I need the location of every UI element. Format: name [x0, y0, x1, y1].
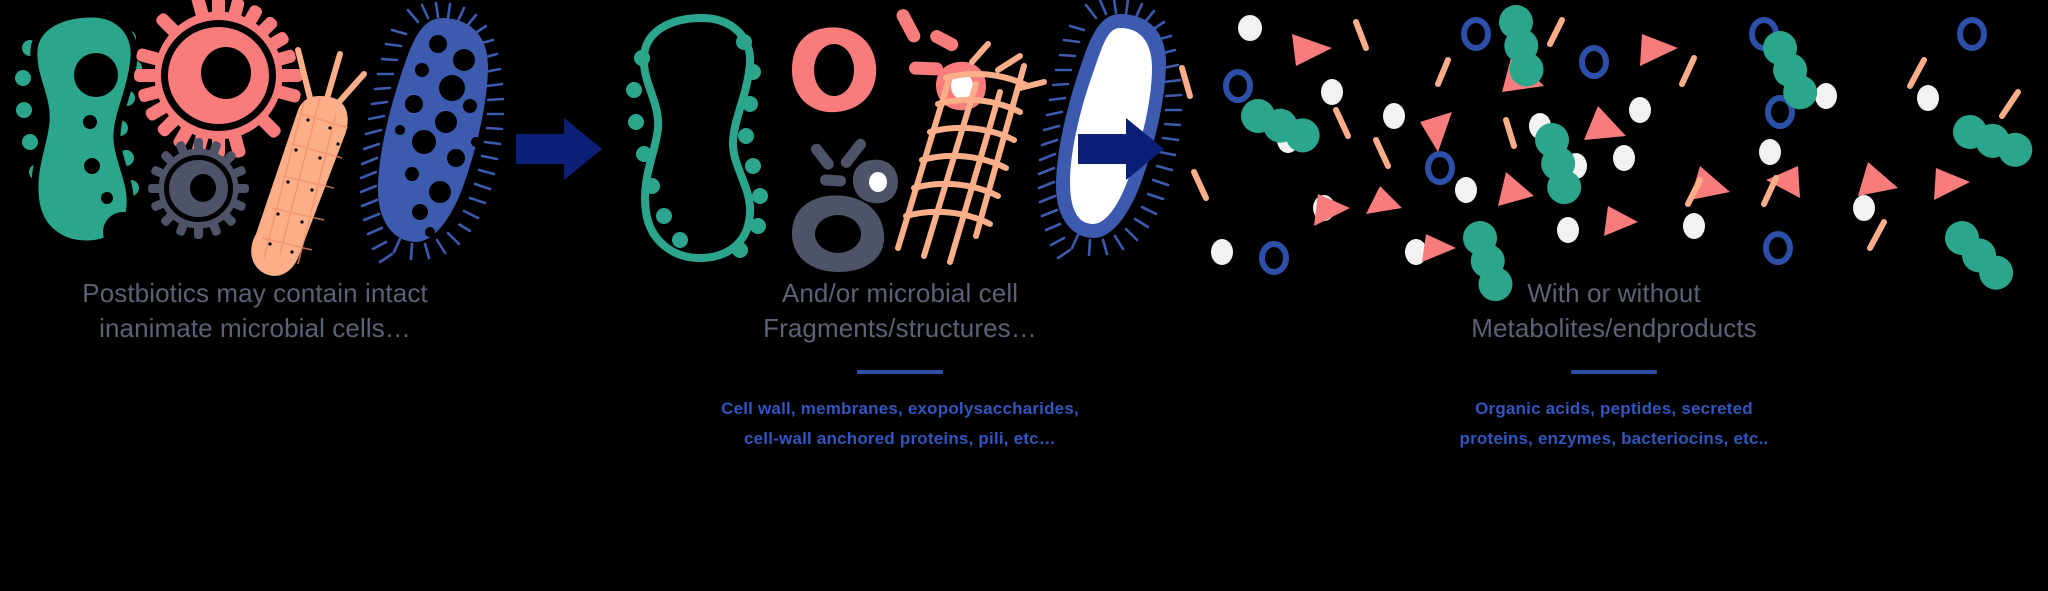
- slate-membrane-ring-fragments: [792, 138, 898, 272]
- caption-divider: [1571, 370, 1657, 374]
- metabolites-illustration: [1179, 0, 2048, 302]
- teal-cell-wall-outline: [626, 13, 768, 263]
- caption-line-1: With or without: [1527, 278, 1701, 308]
- peach-dash-metabolites: [1179, 17, 2021, 251]
- peach-rod-cell-with-flagella: [251, 47, 367, 276]
- flow-arrow-2: [1078, 116, 1164, 182]
- panel-2-caption: And/or microbial cell Fragments/structur…: [620, 276, 1180, 454]
- teal-bacillus-cell: [15, 10, 143, 252]
- subcaption-line-2: proteins, enzymes, bacteriocins, etc..: [1459, 429, 1769, 448]
- blue-ciliated-cell-envelope: [1037, 0, 1183, 260]
- caption-line-2: inanimate microbial cells…: [99, 313, 411, 343]
- caption-line-2: Metabolites/endproducts: [1471, 313, 1757, 343]
- caption-line-2: Fragments/structures…: [763, 313, 1037, 343]
- subcaption-line-2: cell-wall anchored proteins, pili, etc…: [744, 429, 1056, 448]
- panel-1-caption: Postbiotics may contain intact inanimate…: [0, 276, 510, 346]
- teal-chain-metabolites: [1241, 4, 2033, 302]
- blue-ring-metabolites: [1223, 17, 1987, 275]
- panel-3-subcaption: Organic acids, peptides, secreted protei…: [1180, 394, 2048, 454]
- intact-cells-illustration: [0, 0, 510, 276]
- caption-line-1: And/or microbial cell: [781, 278, 1019, 308]
- subcaption-line-1: Organic acids, peptides, secreted: [1475, 399, 1753, 418]
- panel-metabolites: With or without Metabolites/endproducts …: [1179, 0, 2048, 591]
- caption-divider: [857, 370, 943, 374]
- coral-triangle-metabolites: [1292, 34, 1970, 262]
- peach-exopolysaccharide-mesh: [895, 41, 1047, 265]
- blue-ciliated-cell: [359, 1, 505, 264]
- panel-cell-fragments: And/or microbial cell Fragments/structur…: [620, 0, 1183, 591]
- slate-spiky-coccus-cell: [148, 138, 249, 239]
- flow-arrow-1: [516, 116, 602, 182]
- panel-intact-cells: Postbiotics may contain intact inanimate…: [0, 0, 510, 591]
- panel-3-caption: With or without Metabolites/endproducts …: [1180, 276, 2048, 454]
- subcaption-line-1: Cell wall, membranes, exopolysaccharides…: [721, 399, 1079, 418]
- panel-2-subcaption: Cell wall, membranes, exopolysaccharides…: [620, 394, 1180, 454]
- caption-line-1: Postbiotics may contain intact: [82, 278, 428, 308]
- coral-membrane-ring-fragments: [792, 9, 986, 113]
- cell-fragments-illustration: [620, 0, 1183, 272]
